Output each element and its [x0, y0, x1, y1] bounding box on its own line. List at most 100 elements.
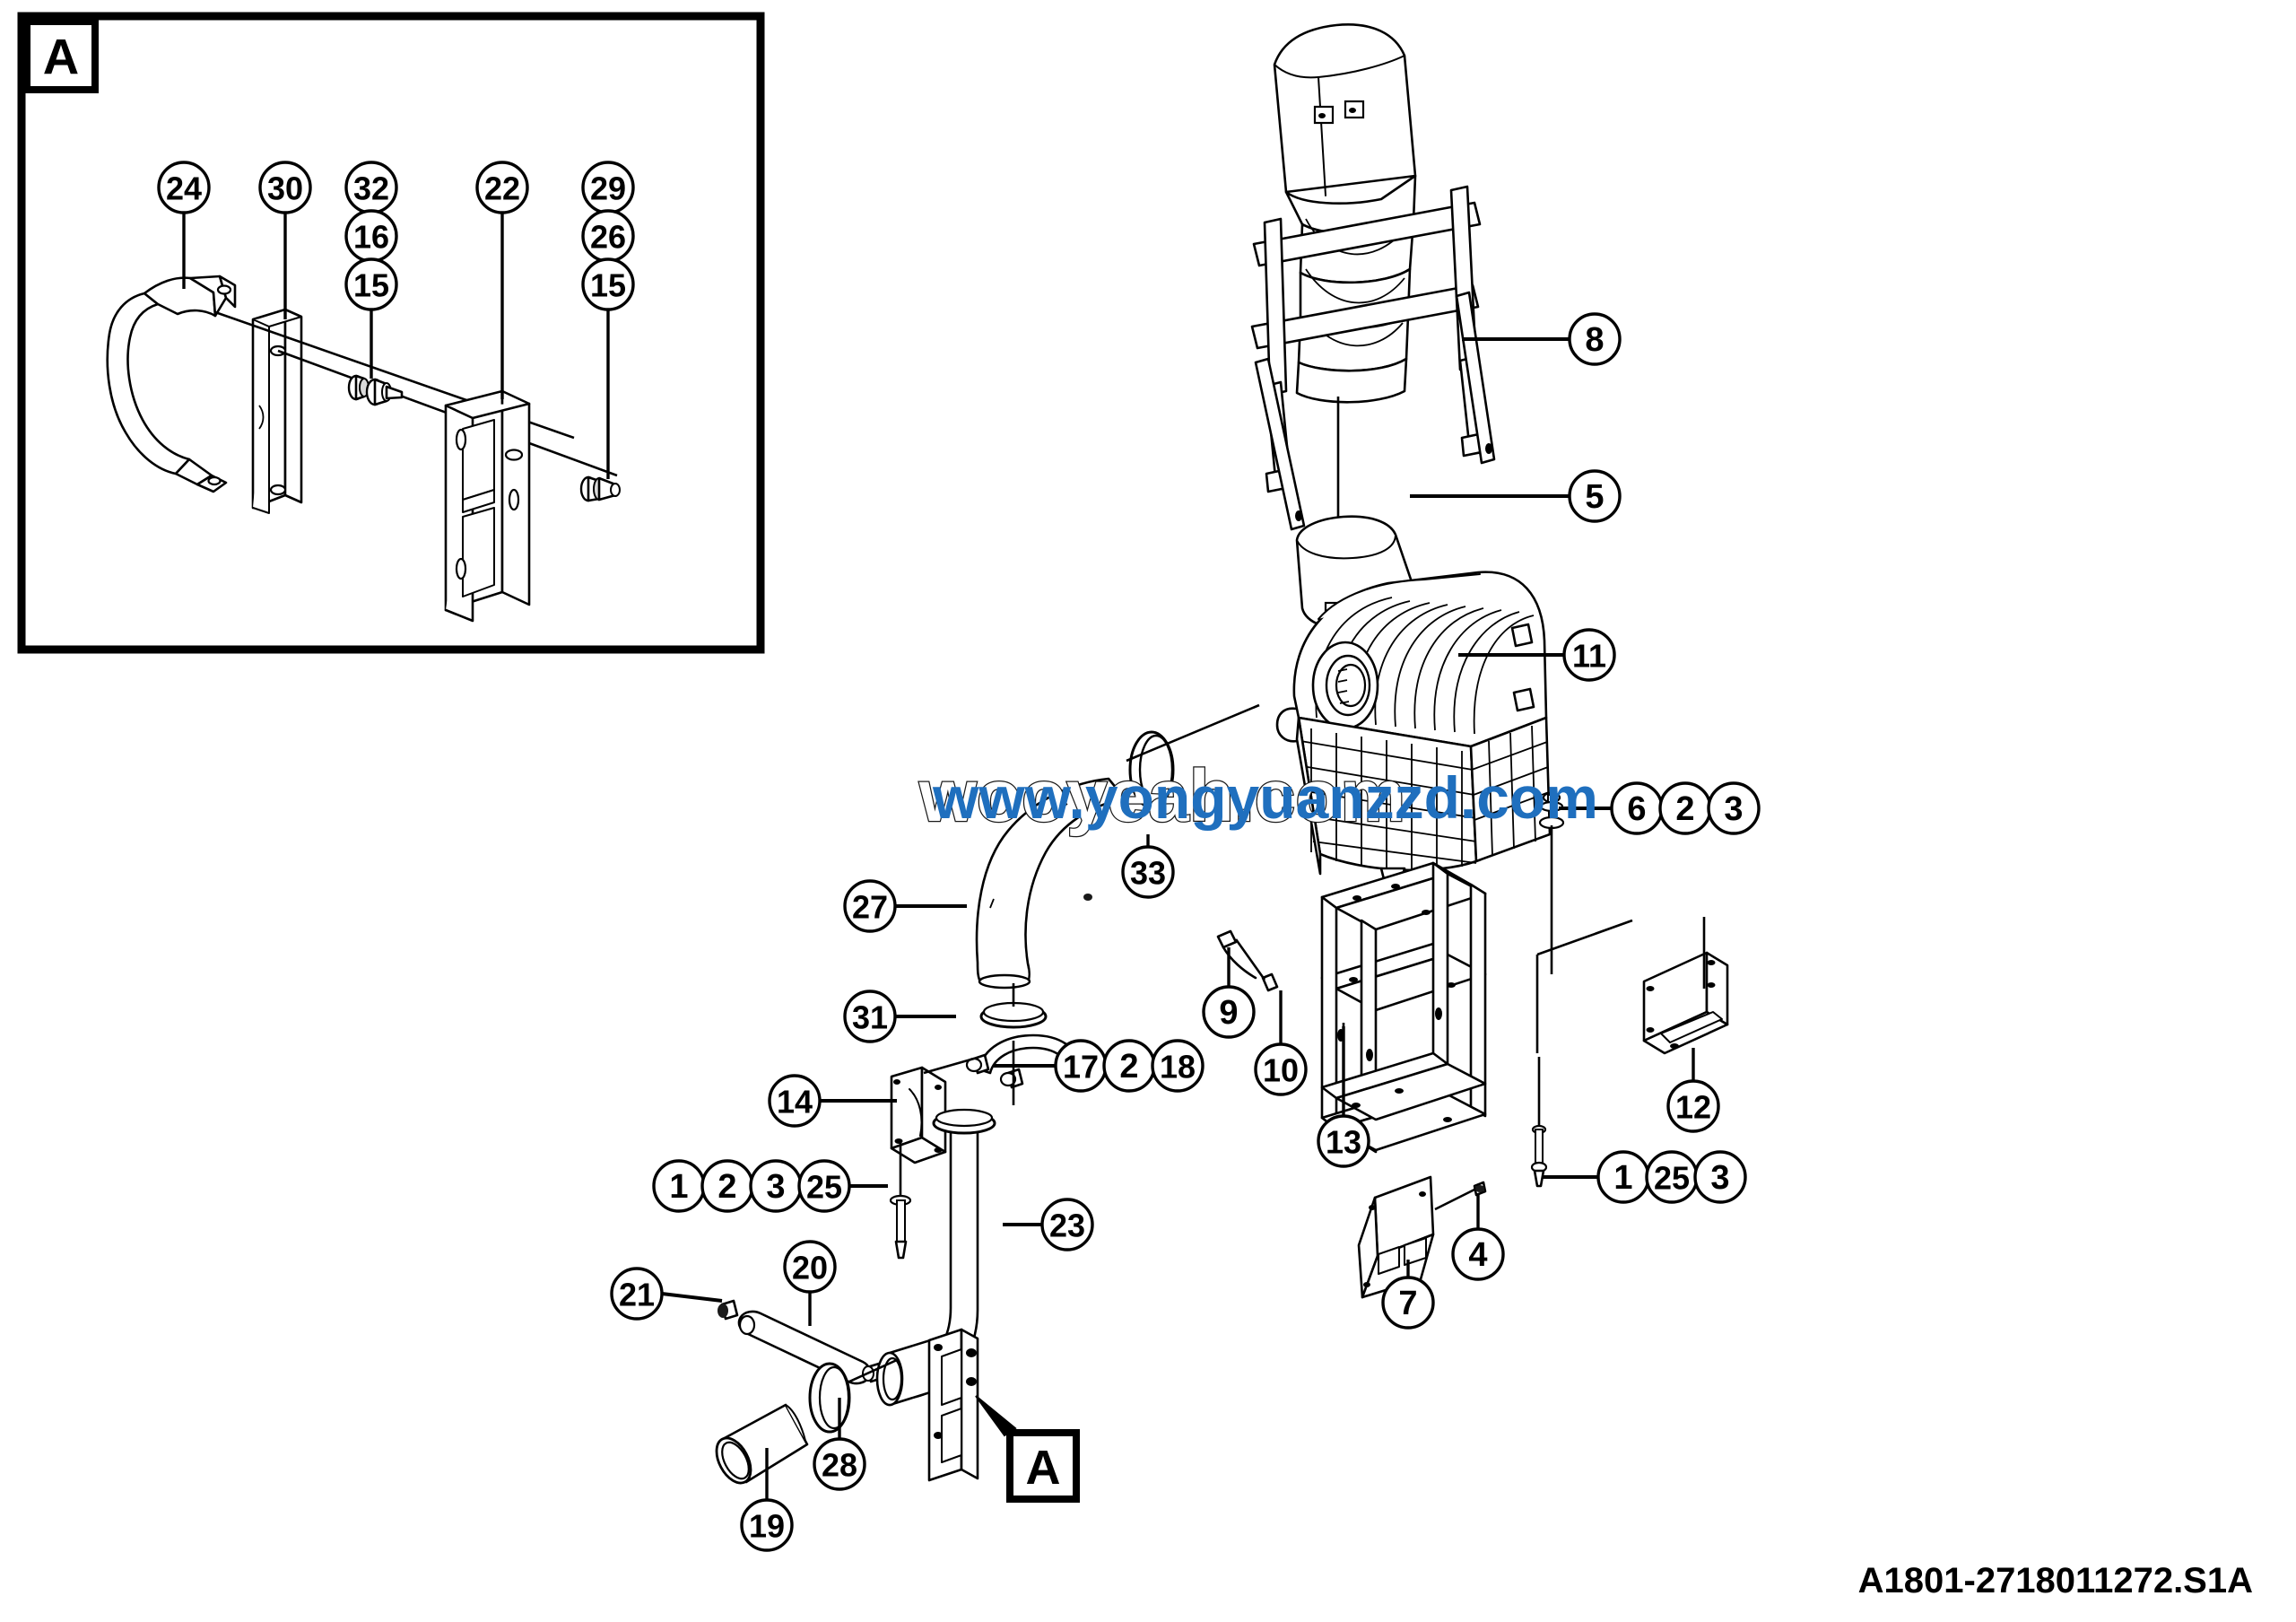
balloon-circle — [1568, 312, 1622, 366]
part-4-screw — [1434, 1181, 1487, 1211]
balloon-3[interactable]: 3 — [1693, 1150, 1747, 1204]
balloon-label: 13 — [1326, 1124, 1361, 1161]
balloon-3[interactable]: 3 — [1707, 781, 1761, 835]
balloon-circle — [1693, 1150, 1747, 1204]
balloon-circle — [581, 257, 635, 311]
part-19-rubber-sleeve — [715, 1403, 809, 1485]
balloon-label: 27 — [852, 889, 888, 926]
balloon-label: 2 — [1675, 790, 1694, 828]
part-24-clamp-bracket — [106, 275, 237, 493]
balloon-16[interactable]: 16 — [344, 209, 398, 263]
part-31-seal-ring — [979, 983, 1048, 1029]
balloon-circle — [1317, 1114, 1370, 1168]
balloon-5[interactable]: 5 — [1568, 469, 1622, 523]
balloon-18[interactable]: 18 — [1151, 1039, 1205, 1093]
balloon-circle — [843, 990, 897, 1043]
balloon-6[interactable]: 6 — [1610, 781, 1664, 835]
balloon-19[interactable]: 19 — [740, 1498, 794, 1552]
balloon-label: 11 — [1572, 638, 1606, 675]
balloon-15[interactable]: 15 — [344, 257, 398, 311]
balloon-label: 20 — [792, 1250, 828, 1286]
balloon-23[interactable]: 23 — [1040, 1198, 1094, 1251]
balloon-label: 33 — [1130, 855, 1166, 892]
balloon-circle — [1254, 1042, 1308, 1096]
balloon-20[interactable]: 20 — [783, 1240, 837, 1294]
balloon-2[interactable]: 2 — [1658, 781, 1712, 835]
balloon-22[interactable]: 22 — [475, 161, 529, 214]
balloon-2[interactable]: 2 — [700, 1159, 754, 1213]
balloon-circle — [1451, 1227, 1505, 1281]
balloon-label: 32 — [353, 170, 389, 207]
balloon-17[interactable]: 17 — [1054, 1039, 1108, 1093]
part-14-support-bracket — [890, 1057, 975, 1197]
part-29-26-15-fastener-stack — [579, 413, 621, 502]
balloon-circle — [783, 1240, 837, 1294]
balloon-9[interactable]: 9 — [1202, 985, 1256, 1039]
balloon-label: 19 — [749, 1508, 785, 1545]
part-11-air-cleaner-housing — [1275, 571, 1552, 892]
leader-lines-vertical — [765, 834, 1695, 1500]
balloon-label: 6 — [1627, 790, 1646, 828]
watermark-wooyeah: wooyeah.com — [918, 755, 1405, 837]
part-13-filter-mount-frame — [1320, 861, 1633, 1154]
balloon-label: 2 — [718, 1168, 736, 1206]
balloon-10[interactable]: 10 — [1254, 1042, 1308, 1096]
balloon-21[interactable]: 21 — [610, 1267, 664, 1321]
balloon-25[interactable]: 25 — [1645, 1150, 1699, 1204]
balloon-label: 26 — [590, 219, 626, 256]
balloon-label: 9 — [1219, 994, 1238, 1032]
part-9-clip-pin — [1216, 929, 1257, 980]
balloon-circle — [1381, 1276, 1435, 1330]
balloon-32[interactable]: 32 — [344, 161, 398, 214]
balloon-label: 28 — [822, 1447, 857, 1484]
balloon-label: 3 — [766, 1168, 785, 1206]
balloon-circle — [610, 1267, 664, 1321]
balloon-3[interactable]: 3 — [749, 1159, 803, 1213]
balloon-27[interactable]: 27 — [843, 879, 897, 933]
balloon-25[interactable]: 25 — [797, 1159, 851, 1213]
detail-tag-a: A — [975, 1395, 1080, 1503]
balloon-circle — [1568, 469, 1622, 523]
balloon-circle — [344, 257, 398, 311]
balloon-29[interactable]: 29 — [581, 161, 635, 214]
balloon-2[interactable]: 2 — [1102, 1039, 1156, 1093]
part-1-25-3-bolt-right — [1530, 1057, 1548, 1188]
balloon-label: 24 — [166, 170, 202, 207]
balloon-label: 18 — [1160, 1049, 1196, 1086]
balloon-1[interactable]: 1 — [652, 1159, 706, 1213]
balloon-28[interactable]: 28 — [813, 1437, 866, 1491]
balloon-24[interactable]: 24 — [157, 161, 211, 214]
balloon-14[interactable]: 14 — [768, 1074, 822, 1128]
balloon-circle — [740, 1498, 794, 1552]
balloon-label: 5 — [1585, 478, 1604, 516]
balloon-label: 15 — [590, 267, 626, 304]
balloon-12[interactable]: 12 — [1666, 1079, 1720, 1133]
balloon-circle — [258, 161, 312, 214]
part-22-rect-bracket-frame — [444, 389, 531, 623]
balloon-13[interactable]: 13 — [1317, 1114, 1370, 1168]
part-27-elbow-intake-pipe — [975, 777, 1150, 990]
balloon-circle — [1121, 845, 1175, 899]
balloon-label: 1 — [669, 1168, 688, 1206]
balloon-7[interactable]: 7 — [1381, 1276, 1435, 1330]
balloon-15[interactable]: 15 — [581, 257, 635, 311]
balloon-26[interactable]: 26 — [581, 209, 635, 263]
balloon-label: 1 — [1613, 1159, 1632, 1197]
balloon-31[interactable]: 31 — [843, 990, 897, 1043]
balloon-8[interactable]: 8 — [1568, 312, 1622, 366]
balloon-1[interactable]: 1 — [1596, 1150, 1650, 1204]
balloon-circle — [797, 1159, 851, 1213]
part-17-hose-clamp — [965, 1033, 1080, 1105]
balloon-4[interactable]: 4 — [1451, 1227, 1505, 1281]
balloon-11[interactable]: 11 — [1562, 628, 1616, 682]
balloon-33[interactable]: 33 — [1121, 845, 1175, 899]
balloon-30[interactable]: 30 — [258, 161, 312, 214]
balloon-label: 3 — [1724, 790, 1743, 828]
part-8-precleaner-assembly — [1250, 23, 1496, 556]
watermark-group: wooyeah.com www.yongyuanzzd.com — [918, 754, 1598, 839]
balloon-circle — [1666, 1079, 1720, 1133]
detail-a-parts — [106, 275, 621, 623]
